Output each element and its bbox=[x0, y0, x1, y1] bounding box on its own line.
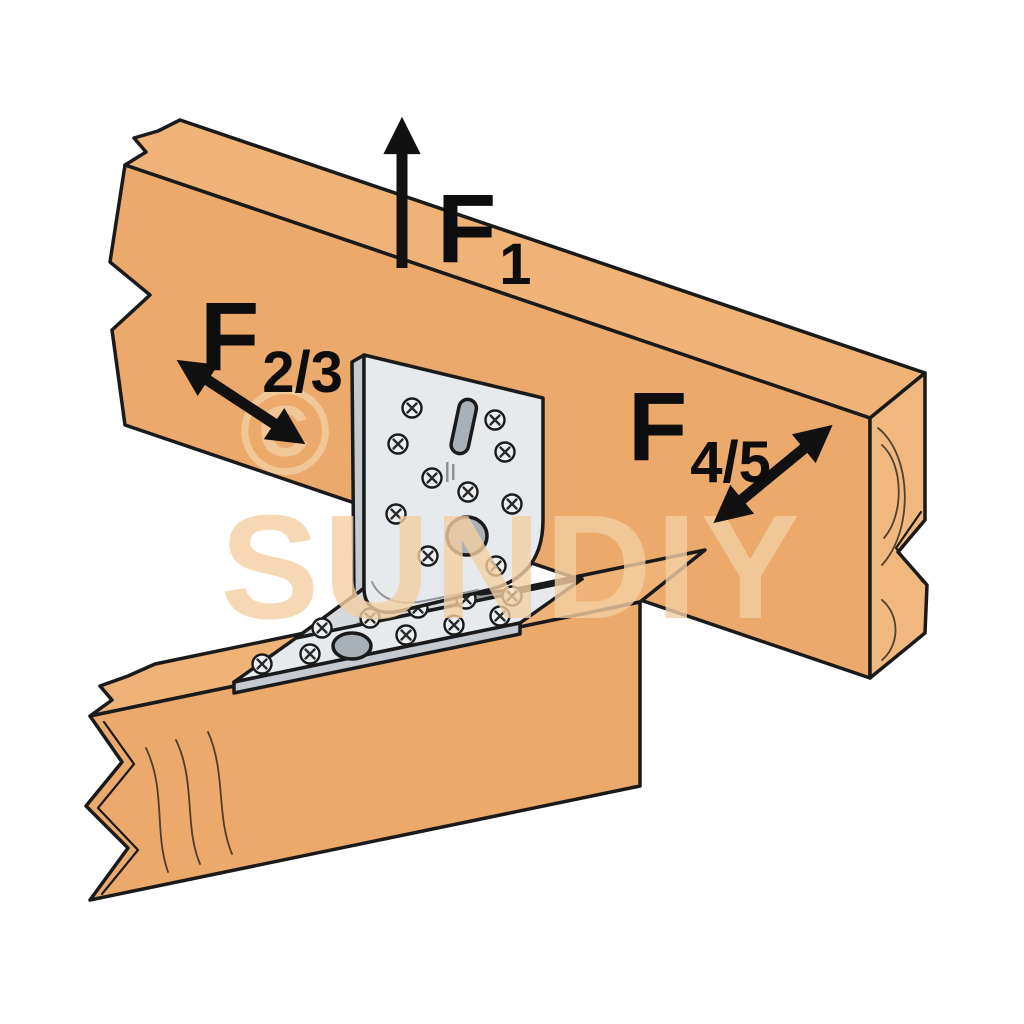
f23-symbol: F bbox=[200, 282, 259, 391]
adjustment-slot bbox=[449, 397, 479, 456]
break-notch-line bbox=[894, 510, 925, 584]
f1-symbol: F bbox=[437, 174, 496, 283]
screw bbox=[484, 409, 506, 431]
f45-subscript: 4/5 bbox=[690, 430, 771, 495]
f23-subscript: 2/3 bbox=[262, 340, 343, 405]
end-grain-rings bbox=[881, 444, 900, 539]
force-label-f45: F4/5 bbox=[628, 372, 771, 495]
screw bbox=[494, 441, 516, 463]
screw bbox=[387, 433, 409, 455]
watermark-brand-text: SUNDIY bbox=[220, 485, 803, 650]
force-arrow-f45 bbox=[713, 424, 833, 524]
bend-curve-line bbox=[371, 581, 479, 604]
force-arrows bbox=[176, 116, 833, 524]
header-beam-end-grain-face bbox=[868, 371, 929, 680]
base-bolt-hole bbox=[331, 631, 373, 661]
flange-bolt-hole bbox=[445, 515, 489, 557]
force-label-f1: F1 bbox=[437, 174, 532, 297]
bracket-base-thickness bbox=[232, 621, 522, 695]
end-grain-rings bbox=[877, 427, 906, 566]
force-arrow-f23 bbox=[176, 359, 306, 445]
bracket-marking bbox=[446, 462, 455, 482]
screw bbox=[401, 397, 423, 419]
wood-grain bbox=[145, 747, 169, 873]
f45-symbol: F bbox=[628, 372, 687, 481]
wood-grain bbox=[207, 731, 233, 855]
end-grain-rings bbox=[881, 599, 897, 661]
angle-bracket bbox=[232, 353, 584, 695]
force-labels: F1 F2/3 F4/5 bbox=[200, 174, 771, 495]
force-label-f23: F2/3 bbox=[200, 282, 343, 405]
f1-subscript: 1 bbox=[499, 232, 531, 297]
screw bbox=[251, 653, 273, 675]
break-jag-line bbox=[96, 720, 140, 896]
wood-grain bbox=[175, 739, 201, 865]
